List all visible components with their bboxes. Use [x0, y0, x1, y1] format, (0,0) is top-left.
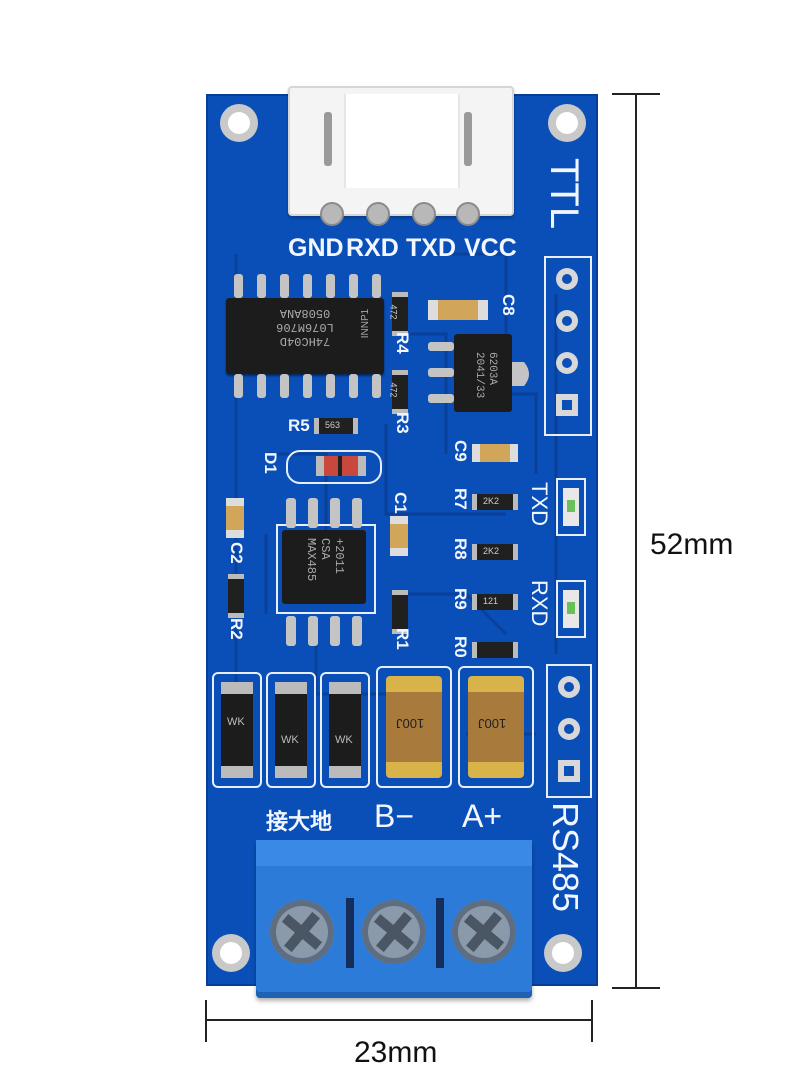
resistor-r8-code: 2K2 — [483, 546, 500, 556]
resistor-r4: 472 — [389, 292, 408, 336]
chip-74hc04d-pins — [234, 274, 381, 398]
resistor-r9-code: 121 — [483, 596, 499, 606]
voltage-regulator: 6203A 2041/33 — [454, 334, 512, 412]
capacitor-c8 — [428, 300, 488, 320]
fuse-1: 100J — [376, 666, 452, 788]
resistor-r9: 121 — [472, 594, 518, 610]
pcb-board: GND RXD TXD VCC TTL 74HC04D L076M706 050… — [206, 86, 598, 998]
dimension-width: 23mm — [354, 1036, 438, 1069]
capacitor-c9 — [472, 444, 518, 462]
diode-d1 — [286, 450, 382, 484]
resistor-r0 — [472, 642, 518, 658]
resistor-r7: 2K2 — [472, 494, 518, 510]
fuse-2: 100J — [458, 666, 534, 788]
label-ground: 接大地 — [266, 810, 333, 835]
resistor-r8: 2K2 — [472, 544, 518, 560]
connector-pin-1 — [320, 202, 344, 226]
voltage-regulator-pins — [428, 342, 529, 403]
rs485-header[interactable] — [546, 664, 592, 798]
label-r5: R5 — [288, 416, 310, 435]
resistor-r1 — [392, 590, 408, 634]
resistor-r5: 563 — [314, 418, 358, 434]
screw-terminal-block[interactable] — [256, 840, 532, 998]
chip-max485 — [276, 524, 376, 614]
chip-74hc04d: 74HC04D L076M706 0508ANA INNP1 — [226, 298, 384, 374]
label-rxd: RXD — [346, 234, 399, 262]
connector-pin-3 — [412, 202, 436, 226]
tvs-diode-2: WK — [266, 672, 316, 788]
label-gnd: GND — [288, 234, 344, 262]
label-vcc: VCC — [464, 234, 517, 262]
terminal-screw-3[interactable] — [452, 900, 516, 964]
chip-max485-pins — [286, 498, 362, 646]
mounting-hole-bottom-right — [544, 934, 582, 972]
led-rxd — [556, 580, 586, 638]
terminal-screw-1[interactable] — [270, 900, 334, 964]
dimension-height: 52mm — [650, 528, 734, 561]
mounting-hole-bottom-left — [212, 934, 250, 972]
tvs-diode-3: WK — [320, 672, 370, 788]
tvs-3-mark: WK — [335, 734, 353, 746]
chip-max485-body: +2011 CSA MAX485 — [282, 530, 366, 604]
ttl-jst-connector[interactable] — [288, 86, 514, 216]
capacitor-c1 — [390, 516, 408, 556]
connector-pin-2 — [366, 202, 390, 226]
led-txd — [556, 478, 586, 536]
resistor-r7-code: 2K2 — [483, 496, 500, 506]
resistor-r5-code: 563 — [325, 420, 341, 430]
label-a-plus: A+ — [462, 798, 503, 834]
diode-d1-body — [316, 456, 366, 476]
resistor-r3: 472 — [389, 370, 408, 414]
mounting-hole-top-right — [548, 104, 586, 142]
resistor-r2 — [228, 574, 244, 618]
label-b-minus: B− — [374, 798, 415, 834]
capacitor-c2 — [226, 498, 244, 538]
mounting-hole-top-left — [220, 104, 258, 142]
tvs-2-mark: WK — [281, 734, 299, 746]
terminal-screw-2[interactable] — [362, 900, 426, 964]
label-txd: TXD — [406, 234, 456, 262]
ttl-header[interactable] — [544, 256, 592, 436]
connector-pin-4 — [456, 202, 480, 226]
tvs-1-mark: WK — [227, 716, 245, 728]
tvs-diode-1: WK — [212, 672, 262, 788]
